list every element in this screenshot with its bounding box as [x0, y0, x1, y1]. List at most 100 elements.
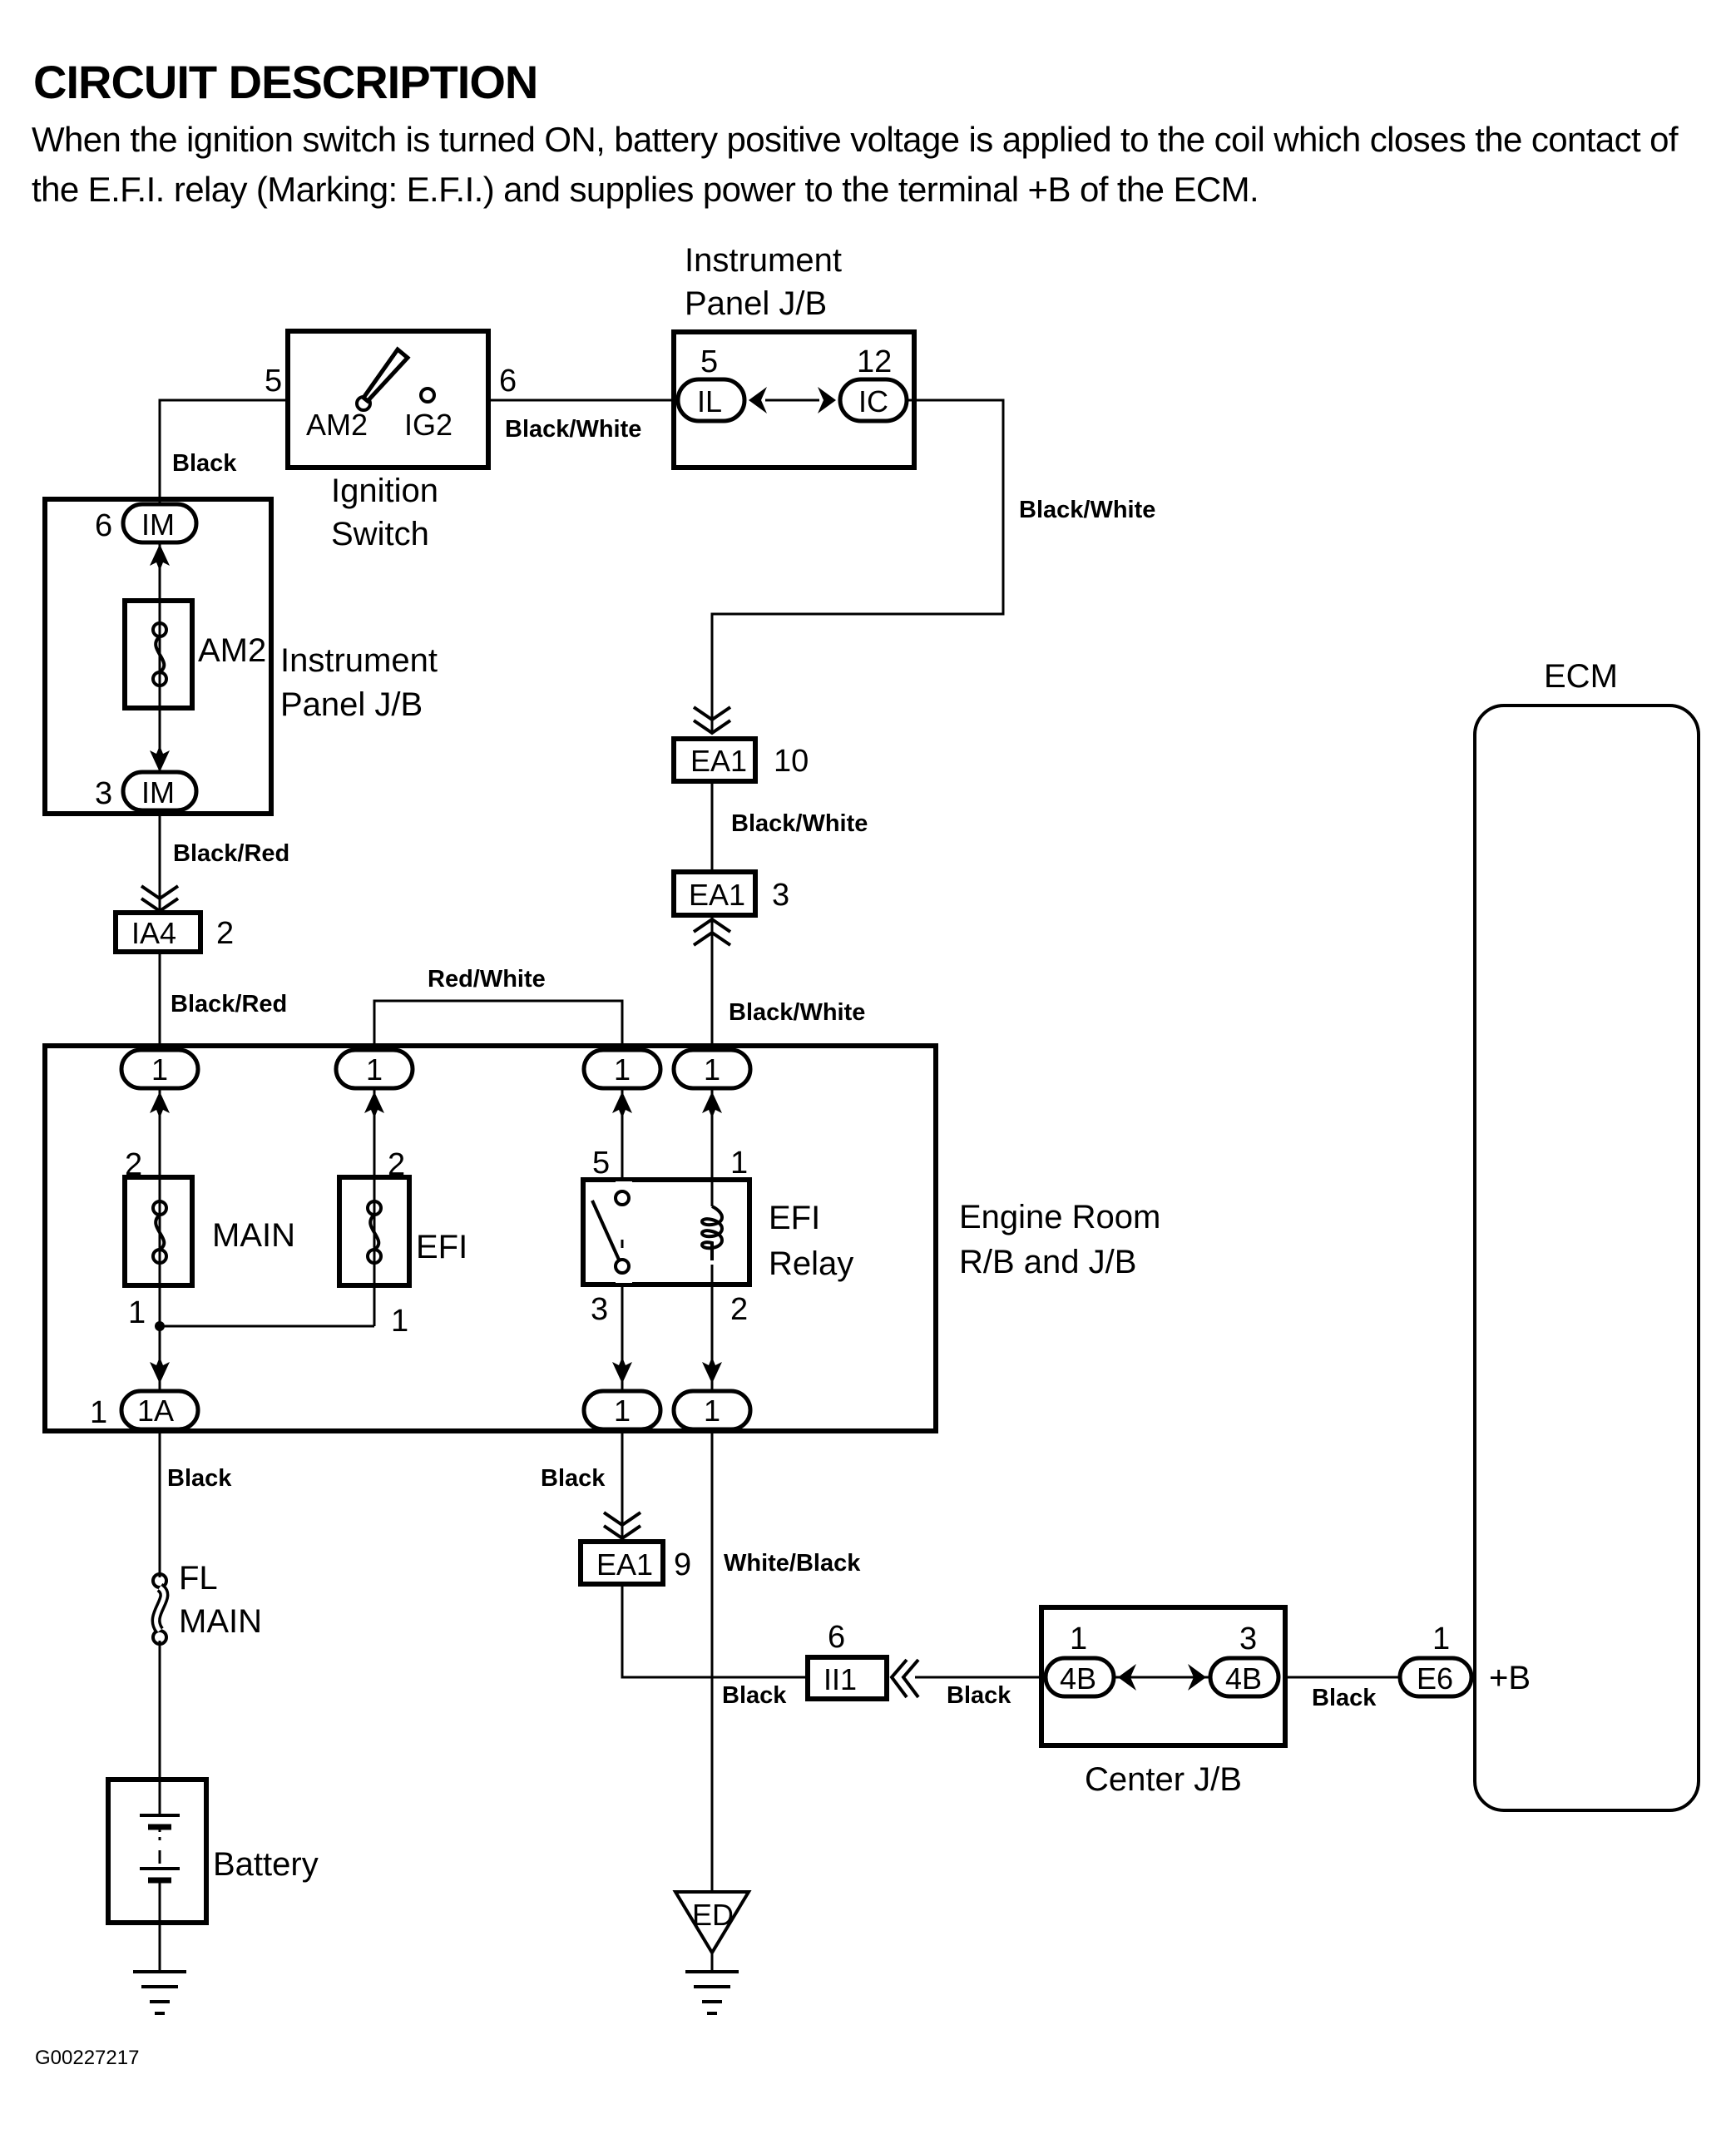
- ignition-switch: 5 6 AM2 IG2 Ignition Switch: [265, 329, 517, 552]
- connector-ii1: II1 6: [805, 1620, 920, 1701]
- im-bottom-conn: IM: [141, 775, 175, 810]
- wire-label-br-ia4: Black/Red: [171, 991, 287, 1017]
- main-pin-bottom: 1: [128, 1295, 146, 1330]
- wire-label-bw-switch: Black/White: [505, 416, 641, 443]
- ign-pin-in: 5: [265, 364, 282, 399]
- ia4-pin: 2: [216, 916, 234, 951]
- junction-dot: [155, 1321, 165, 1331]
- cjb-right-conn: 4B: [1225, 1661, 1262, 1696]
- ip-jb-left-label-1: Instrument: [280, 642, 438, 679]
- engine-room-rb-jb: 1 1 1 1 2 1 MAIN 2 1 EFI 5: [42, 1043, 1160, 1433]
- ii1-name: II1: [823, 1662, 857, 1696]
- wire-black-ea1-ii1: [621, 1584, 808, 1679]
- wire-red-white: [373, 999, 624, 1050]
- ip-jb-top-label-1: Instrument: [685, 242, 842, 279]
- connector-ea1-3: EA1 3: [671, 869, 789, 947]
- ea1-3-name: EA1: [689, 878, 745, 912]
- wire-label-bw-ea1: Black/White: [731, 810, 868, 837]
- wire-label-red-white: Red/White: [428, 966, 546, 993]
- ground-ed-label: ED: [692, 1898, 734, 1932]
- er-top-conn-4: 1: [704, 1052, 720, 1087]
- ground-ed: ED: [672, 1890, 752, 2015]
- ia4-name: IA4: [131, 916, 176, 950]
- e6-pin: 1: [1432, 1622, 1450, 1656]
- figure-code: G00227217: [35, 2047, 140, 2069]
- wire-label-black-switch: Black: [172, 450, 237, 477]
- wire-label-black-ecm: Black: [1312, 1685, 1377, 1711]
- il-pin: 5: [700, 344, 718, 379]
- ip-jb-left: 6 IM AM2 3 IM Instrument Panel J/B: [42, 497, 438, 816]
- engine-room-label-2: R/B and J/B: [959, 1244, 1136, 1280]
- wire-black-white-ic-ea1: [710, 399, 1005, 732]
- wire-label-black-cjb: Black: [947, 1682, 1011, 1709]
- relay-pin-2: 2: [730, 1292, 748, 1327]
- relay-pin-1: 1: [730, 1146, 748, 1181]
- cjb-right-pin: 3: [1239, 1622, 1257, 1656]
- fl-label-1: FL: [179, 1560, 218, 1597]
- er-bottom-conn-relay2: 1: [704, 1394, 720, 1428]
- efi-relay-label-2: Relay: [769, 1245, 853, 1282]
- ea1-3-pin: 3: [772, 878, 789, 913]
- wire-labels: Black Black/White Black/White Black/Red …: [167, 416, 1377, 1711]
- ign-contact-ig2: IG2: [404, 408, 453, 442]
- circuit-description-text: When the ignition switch is turned ON, b…: [32, 120, 1679, 209]
- ea1-10-name: EA1: [690, 744, 747, 778]
- ip-jb-left-label-2: Panel J/B: [280, 686, 423, 723]
- page-title: CIRCUIT DESCRIPTION: [33, 56, 538, 108]
- cjb-left-pin: 1: [1070, 1622, 1087, 1656]
- efi-pin-bottom: 1: [391, 1304, 408, 1339]
- fl-label-2: MAIN: [179, 1603, 262, 1640]
- cjb-left-conn: 4B: [1060, 1661, 1096, 1696]
- engine-room-label-1: Engine Room: [959, 1199, 1160, 1235]
- wire-black-switch-im: [158, 399, 288, 511]
- ecm-label: ECM: [1544, 658, 1618, 695]
- battery-label: Battery: [213, 1846, 319, 1883]
- battery: Battery: [106, 1777, 319, 1925]
- connector-ea1-10: EA1 10: [671, 706, 809, 784]
- ea1-9-name: EA1: [596, 1547, 653, 1582]
- relay-pin-5: 5: [592, 1146, 610, 1181]
- ii1-pin: 6: [828, 1620, 845, 1655]
- er-top-conn-1: 1: [151, 1052, 168, 1087]
- ecm: ECM 1 E6 +B: [1397, 658, 1700, 1812]
- efi-pin-top: 2: [388, 1147, 405, 1182]
- main-pin-top: 2: [125, 1147, 142, 1182]
- ic-pin: 12: [857, 344, 892, 379]
- ign-label-1: Ignition: [331, 473, 438, 509]
- im-top-conn: IM: [141, 507, 175, 542]
- efi-relay-label-1: EFI: [769, 1200, 820, 1236]
- ecm-terminal-b: +B: [1489, 1660, 1531, 1696]
- er-bottom-conn-relay3: 1: [614, 1394, 631, 1428]
- il-conn: IL: [697, 384, 722, 418]
- fl-main-fusible-link: FL MAIN: [151, 1560, 262, 1646]
- er-1a-pin: 1: [90, 1395, 107, 1430]
- connector-ia4: IA4 2: [113, 884, 234, 954]
- wire-label-white-black: White/Black: [724, 1550, 861, 1577]
- ign-contact-am2: AM2: [306, 408, 368, 442]
- ground-icon: [133, 1923, 186, 2015]
- er-1a-conn: 1A: [137, 1394, 174, 1428]
- wires: [158, 399, 1400, 1892]
- ea1-10-pin: 10: [774, 744, 809, 779]
- wire-label-black-ii1: Black: [722, 1682, 787, 1709]
- wire-label-bw-ic: Black/White: [1019, 497, 1155, 523]
- wire-label-bw-er: Black/White: [729, 999, 865, 1026]
- ic-conn: IC: [858, 384, 888, 418]
- e6-conn: E6: [1417, 1661, 1453, 1696]
- ea1-9-pin: 9: [674, 1547, 691, 1582]
- center-jb: 1 3 4B 4B Center J/B: [1039, 1605, 1288, 1798]
- ign-label-2: Switch: [331, 516, 429, 552]
- ign-pin-out: 6: [499, 364, 517, 399]
- er-top-conn-2: 1: [366, 1052, 383, 1087]
- ip-jb-top: Instrument Panel J/B 5 12 IL IC: [671, 242, 917, 470]
- efi-fuse-label: EFI: [416, 1229, 467, 1265]
- am2-fuse-label: AM2: [198, 632, 266, 669]
- im-bottom-pin: 3: [95, 776, 112, 811]
- main-fuse-label: MAIN: [212, 1217, 295, 1254]
- ip-jb-top-label-2: Panel J/B: [685, 285, 827, 322]
- connector-ea1-9: EA1 9: [578, 1511, 691, 1587]
- wire-label-black-fl: Black: [167, 1465, 232, 1492]
- er-top-conn-3: 1: [614, 1052, 631, 1087]
- wire-label-br-im: Black/Red: [173, 840, 289, 867]
